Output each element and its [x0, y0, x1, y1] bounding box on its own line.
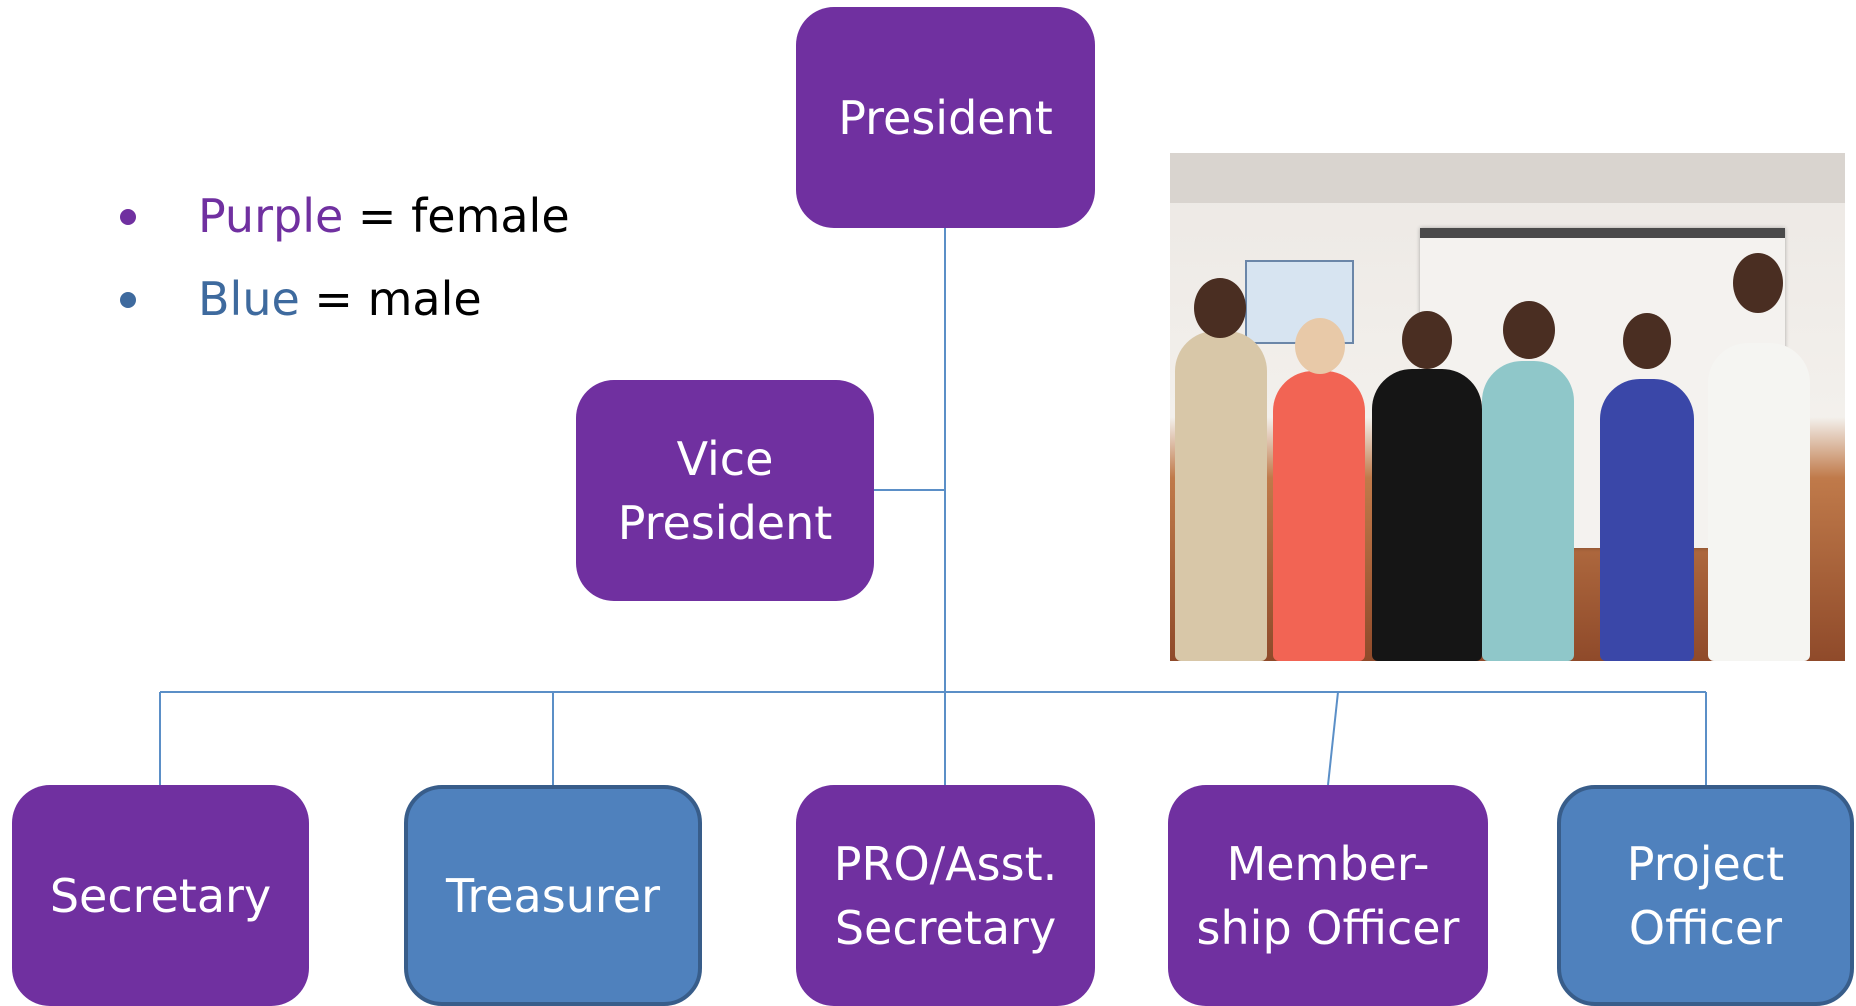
legend-meaning: = male — [299, 272, 482, 326]
photo-person — [1482, 361, 1574, 661]
photo-person — [1708, 343, 1810, 661]
node-label: Treasurer — [446, 868, 660, 923]
node-label-line1: Project — [1626, 836, 1785, 891]
photo-person-head — [1295, 318, 1345, 374]
node-treasurer: Treasurer — [404, 785, 702, 1006]
legend-meaning: = female — [343, 189, 570, 243]
photo-person — [1273, 371, 1365, 661]
node-pro-asst-secretary: PRO/Asst. Secretary — [796, 785, 1095, 1006]
bullet-icon — [120, 209, 136, 225]
photo-person-head — [1733, 253, 1783, 313]
photo-person — [1372, 369, 1482, 661]
photo-person — [1175, 331, 1267, 661]
group-photo — [1170, 153, 1845, 661]
photo-person-head — [1402, 311, 1452, 369]
node-project-officer: Project Officer — [1557, 785, 1854, 1006]
node-label: Secretary — [49, 868, 272, 923]
photo-person-head — [1623, 313, 1671, 369]
node-label-line1: Vice — [676, 431, 774, 486]
node-vice-president: Vice President — [576, 380, 874, 601]
node-label-line2: President — [617, 495, 833, 550]
node-label-line1: PRO/Asst. — [833, 836, 1058, 891]
photo-person — [1600, 379, 1694, 661]
node-label-line1: Member- — [1226, 836, 1430, 891]
photo-person-head — [1503, 301, 1555, 359]
node-label-line2: Officer — [1628, 900, 1783, 955]
connector-membership-officer — [1327, 691, 1339, 786]
node-label-line2: ship Officer — [1196, 900, 1460, 955]
node-secretary: Secretary — [12, 785, 309, 1006]
node-label: President — [838, 90, 1053, 145]
photo-ceiling — [1170, 153, 1845, 203]
node-president: President — [796, 7, 1095, 228]
bullet-icon — [120, 292, 136, 308]
node-membership-officer: Member- ship Officer — [1168, 785, 1488, 1006]
node-label-line2: Secretary — [834, 900, 1057, 955]
photo-person-head — [1194, 278, 1246, 338]
legend-color-label: Purple — [198, 189, 344, 243]
legend-color-label: Blue — [198, 272, 300, 326]
